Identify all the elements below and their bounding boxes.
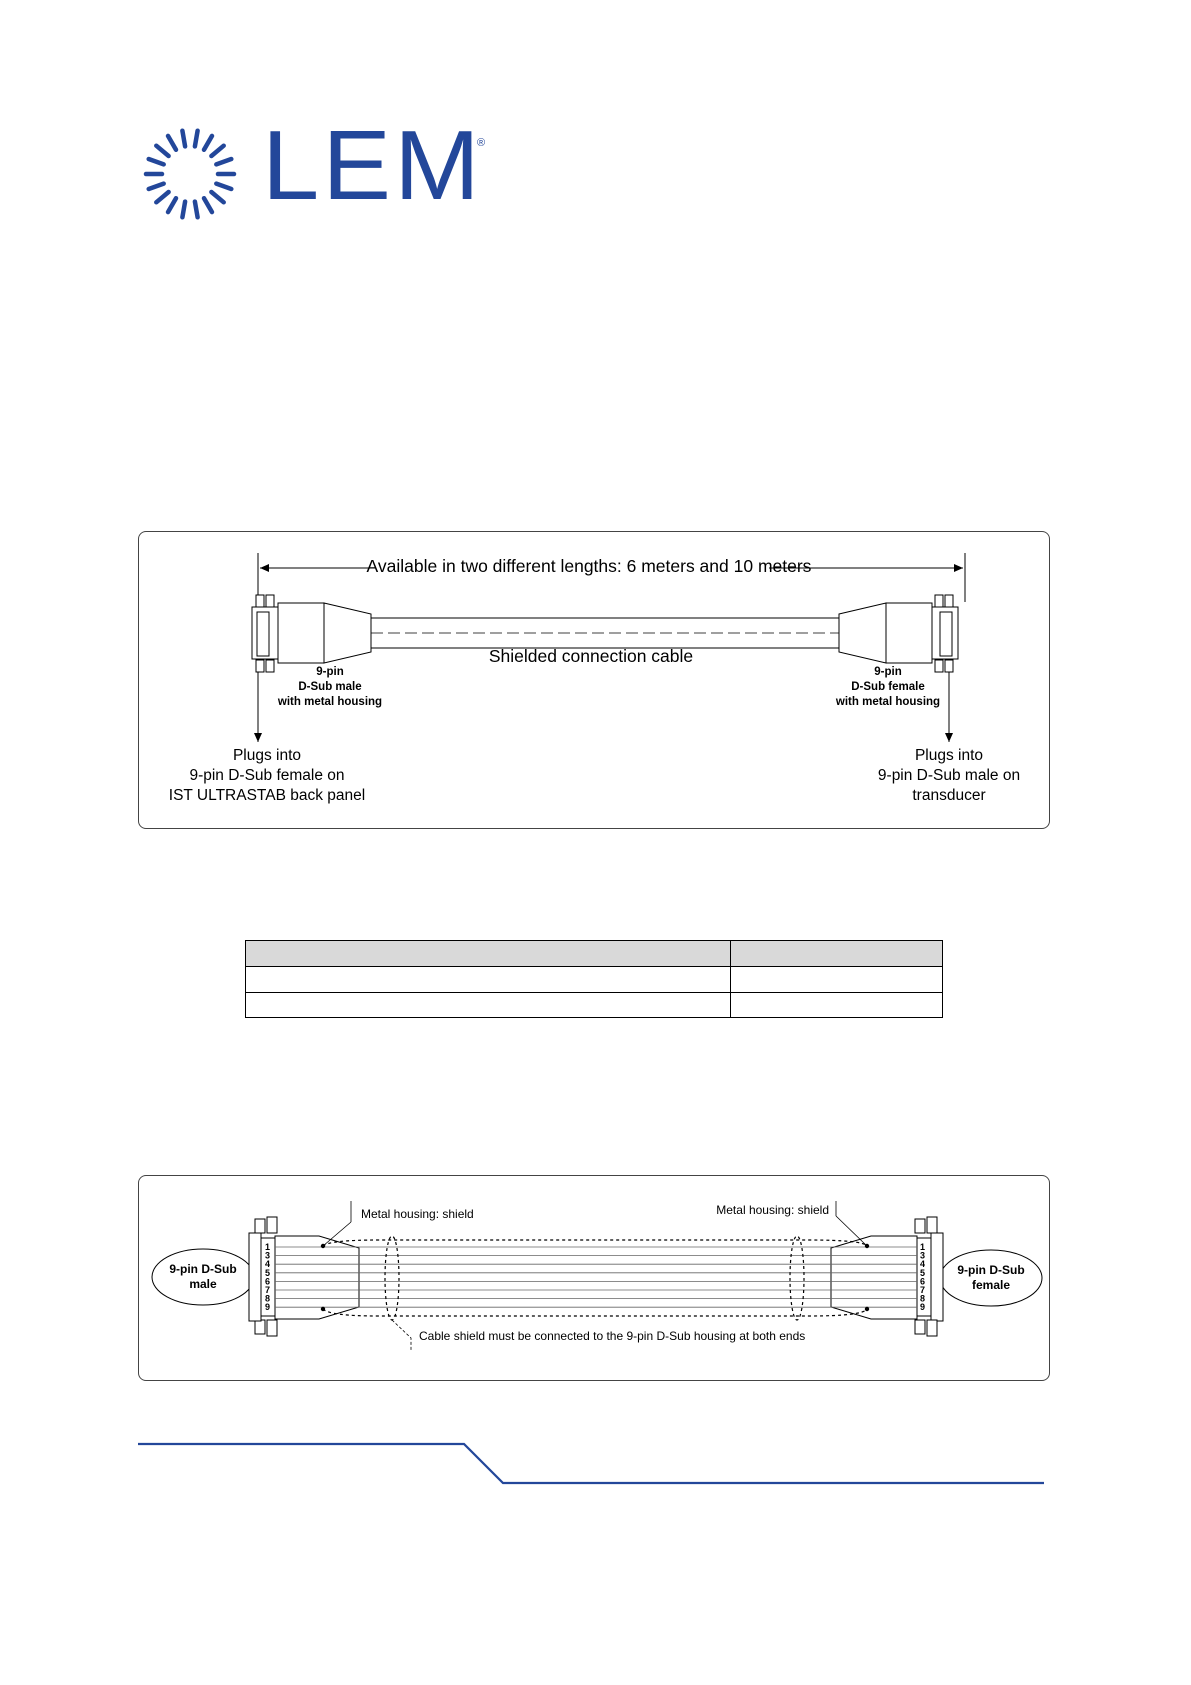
cable-diagram: Available in two different lengths: 6 me…: [169, 553, 1020, 804]
logo-wordmark: LEM: [262, 110, 484, 220]
left-connector-line-1: 9-pin: [316, 666, 343, 678]
right-pin-label: 6: [920, 1276, 925, 1286]
right-pin-label: 7: [920, 1285, 925, 1295]
sunburst-ray: [165, 195, 179, 215]
right-end-line-2: female: [972, 1278, 1010, 1292]
left-pin-label: 1: [265, 1242, 270, 1252]
sunburst-ray: [165, 133, 179, 153]
right-destination-line-3: transducer: [912, 787, 985, 804]
right-end-line-1: 9-pin D-Sub: [957, 1263, 1024, 1277]
cable-diagram-panel: Available in two different lengths: 6 me…: [138, 531, 1050, 829]
right-destination-line-2: 9-pin D-Sub male on: [878, 767, 1020, 784]
registered-mark: ®: [477, 137, 486, 149]
left-connector-line-2: D-Sub male: [298, 681, 361, 693]
right-connector-line-2: D-Sub female: [851, 681, 925, 693]
cable-table: [245, 940, 943, 1018]
left-dsub-male-connector: [251, 594, 372, 673]
sunburst-ray: [180, 199, 188, 220]
left-destination-line-3: IST ULTRASTAB back panel: [169, 787, 365, 804]
left-pin-label: 6: [265, 1276, 270, 1286]
left-pin-label: 7: [265, 1285, 270, 1295]
sunburst-ray: [209, 189, 226, 205]
sunburst-ray: [146, 181, 166, 192]
sunburst-ray: [201, 133, 215, 153]
sunburst-ray: [154, 189, 171, 205]
left-shield-label: Metal housing: shield: [361, 1207, 474, 1221]
lem-logo-sunburst-icon: [143, 128, 237, 220]
right-wiring-connector: [830, 1216, 944, 1337]
sunburst-ray: [209, 143, 226, 159]
right-pin-label: 1: [920, 1242, 925, 1252]
right-shield-label: Metal housing: shield: [716, 1203, 829, 1217]
left-destination-line-1: Plugs into: [233, 747, 301, 764]
left-pin-label: 5: [265, 1268, 270, 1278]
left-connector-line-3: with metal housing: [277, 696, 382, 708]
sunburst-ray: [214, 181, 234, 192]
sunburst-ray: [154, 143, 171, 159]
table-row-1-cell-2: [730, 966, 943, 993]
right-connector-line-1: 9-pin: [874, 666, 901, 678]
sunburst-ray: [201, 195, 215, 215]
sunburst-ray: [192, 199, 200, 220]
left-pin-label: 9: [265, 1302, 270, 1312]
table-row-2-cell-2: [730, 992, 943, 1018]
sunburst-ray: [146, 156, 166, 167]
table-row-1-cell-1: [245, 966, 731, 993]
sunburst-ray: [214, 156, 234, 167]
left-pin-label: 4: [265, 1259, 270, 1269]
left-pin-label: 3: [265, 1251, 270, 1261]
wiring-diagram: 9-pin D-Sub male 9-pin D-Sub female 1345…: [151, 1201, 1043, 1351]
table-header-cell-2: [730, 940, 943, 967]
table-header-cell-1: [245, 940, 731, 967]
left-destination-line-2: 9-pin D-Sub female on: [189, 767, 344, 784]
right-pin-label: 3: [920, 1251, 925, 1261]
right-destination-line-1: Plugs into: [915, 747, 983, 764]
right-pin-label: 4: [920, 1259, 925, 1269]
left-end-line-1: 9-pin D-Sub: [169, 1262, 236, 1276]
left-pin-label: 8: [265, 1294, 270, 1304]
table-row-2-cell-1: [245, 992, 731, 1018]
sunburst-ray: [192, 128, 200, 149]
length-label: Available in two different lengths: 6 me…: [367, 556, 812, 576]
shield-note: Cable shield must be connected to the 9-…: [419, 1329, 805, 1343]
right-pin-label: 8: [920, 1294, 925, 1304]
right-pin-label: 9: [920, 1302, 925, 1312]
cable-label: Shielded connection cable: [489, 646, 693, 666]
right-connector-line-3: with metal housing: [835, 696, 940, 708]
right-dsub-female-connector: [838, 594, 959, 673]
left-end-line-2: male: [189, 1277, 217, 1291]
right-pin-label: 5: [920, 1268, 925, 1278]
sunburst-ray: [180, 128, 188, 149]
